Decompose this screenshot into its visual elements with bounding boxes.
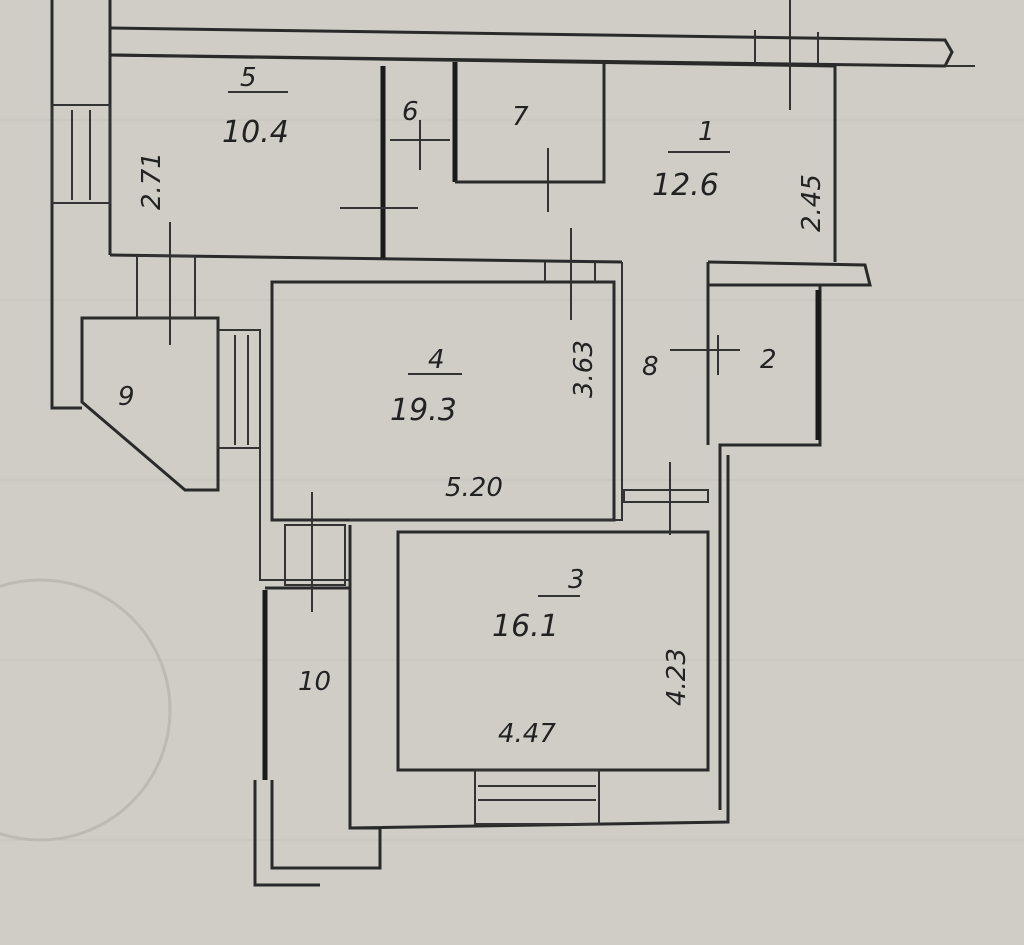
corridor-8 xyxy=(623,262,822,810)
room-3-number: 3 xyxy=(568,565,585,595)
room-1-number: 1 xyxy=(698,117,715,147)
room-9-number: 9 xyxy=(118,382,135,412)
window-left xyxy=(217,329,261,449)
dim-room4-side: 3.63 xyxy=(569,340,599,398)
room-2-number: 2 xyxy=(760,345,777,375)
room-7-number: 7 xyxy=(512,102,529,132)
window-bottom xyxy=(474,769,600,825)
room-10-number: 10 xyxy=(298,667,331,697)
room-4-number: 4 xyxy=(428,345,445,375)
rooms-6-7 xyxy=(390,62,606,184)
room-5-area: 10.4 xyxy=(222,115,289,150)
dim-room3-width: 4.47 xyxy=(498,719,556,749)
room-3-area: 16.1 xyxy=(492,609,559,644)
room-4-area: 19.3 xyxy=(390,393,457,428)
dim-room3-side: 4.23 xyxy=(662,648,692,706)
left-column xyxy=(51,104,111,204)
room-1-area: 12.6 xyxy=(652,168,719,203)
room-9-outline xyxy=(80,316,220,492)
room-6-number: 6 xyxy=(402,97,419,127)
room-8-number: 8 xyxy=(642,352,659,382)
dim-room5-side: 2.71 xyxy=(137,152,167,210)
door-5-9 xyxy=(136,255,196,319)
room-labels: 5 10.4 6 7 1 12.6 4 19.3 8 2 9 3 16.1 10 xyxy=(118,63,777,697)
room-10-outline xyxy=(253,524,382,887)
door-markers xyxy=(169,0,819,612)
dim-room1-side: 2.45 xyxy=(797,174,827,232)
dimension-labels: 2.71 2.45 3.63 5.20 4.23 4.47 xyxy=(137,152,827,749)
room-5-number: 5 xyxy=(240,63,257,93)
stamp-ghost xyxy=(0,578,172,842)
dim-room4-width: 5.20 xyxy=(445,473,503,503)
exterior-walls xyxy=(50,0,975,410)
